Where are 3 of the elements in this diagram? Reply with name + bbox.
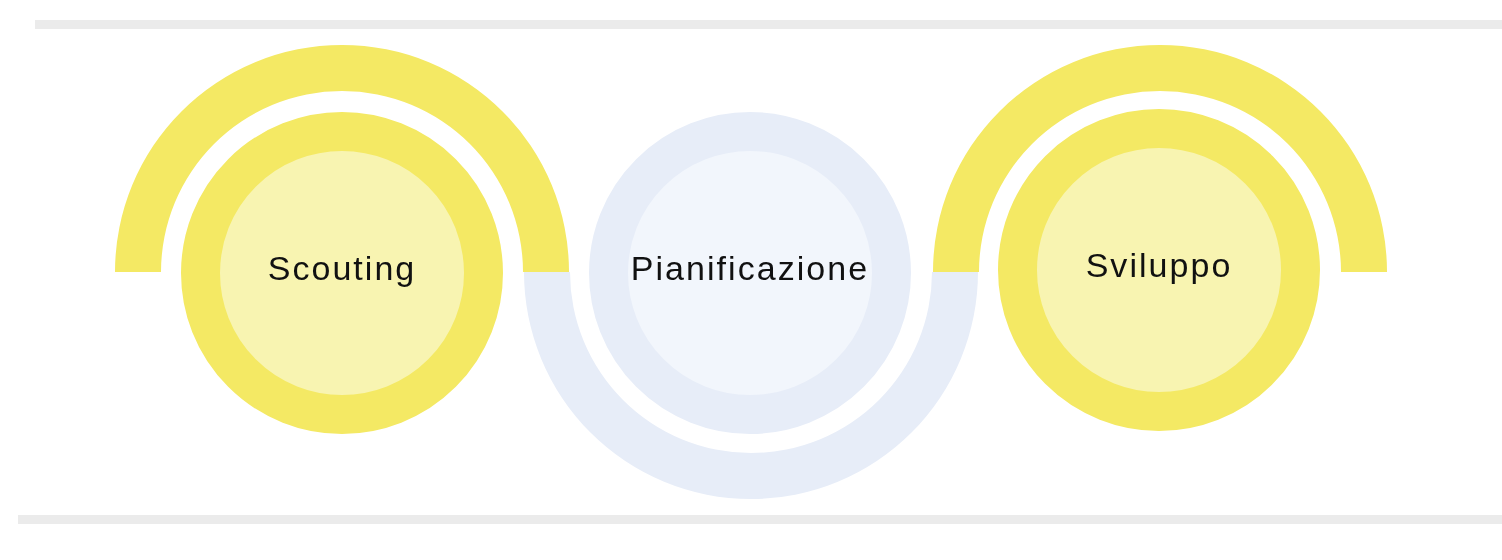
step-label: Scouting — [267, 250, 417, 288]
step-label: Sviluppo — [1085, 247, 1233, 285]
step-label: Pianificazione — [630, 250, 870, 288]
